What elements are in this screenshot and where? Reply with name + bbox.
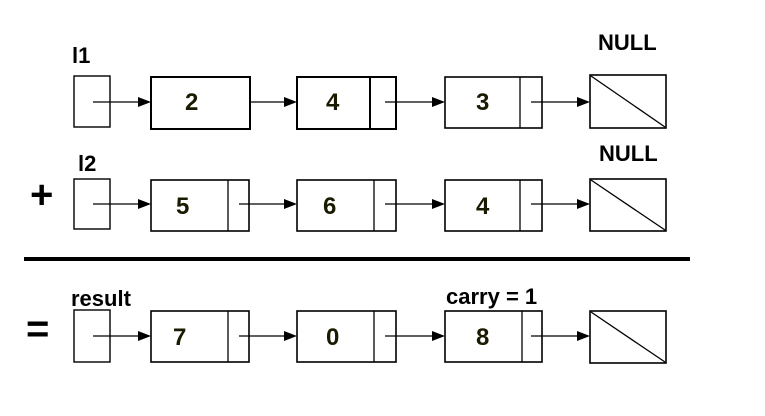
node-value-result-1: 7: [173, 324, 186, 351]
arrow-result-3-to-null: [531, 331, 590, 341]
arrow-l2-3-to-null: [531, 199, 590, 209]
node-value-result-3: 8: [476, 324, 489, 351]
arrow-l2-2-to-3: [385, 199, 445, 209]
null-terminator-l1: [589, 74, 667, 129]
node-value-l2-3: 4: [476, 193, 490, 220]
arrow-l1-3-to-null: [531, 97, 590, 107]
arrow-result-2-to-3: [385, 331, 445, 341]
null-label-l2: NULL: [599, 141, 658, 166]
node-l2-2: 6: [296, 179, 397, 232]
node-value-l2-2: 6: [323, 193, 336, 220]
arrow-l2-1-to-2: [239, 199, 297, 209]
arrow-l1-2-to-3: [385, 97, 445, 107]
node-value-l1-3: 3: [476, 89, 489, 116]
node-l1-2: 4: [296, 76, 397, 130]
list-row-l2: + l2 NULL 5 6 4: [30, 141, 667, 232]
arrow-l1-head-to-node-1: [93, 97, 151, 107]
list-label-l2: l2: [78, 151, 96, 176]
node-value-l2-1: 5: [176, 193, 189, 220]
node-l1-3: 3: [444, 76, 543, 129]
carry-annotation: carry = 1: [446, 284, 537, 309]
node-l1-1: 2: [150, 76, 251, 130]
node-result-2: 0: [296, 310, 397, 363]
arrow-l2-head-to-node-1: [93, 199, 151, 209]
arrow-result-1-to-2: [239, 331, 297, 341]
equals-operator: =: [26, 307, 49, 351]
node-l2-1: 5: [150, 179, 250, 232]
arrow-result-head-to-node-1: [93, 331, 151, 341]
plus-operator: +: [30, 173, 53, 217]
node-value-l1-1: 2: [185, 89, 198, 116]
arrow-l1-1-to-2: [250, 97, 297, 107]
null-terminator-result: [589, 310, 667, 364]
list-label-result: result: [71, 286, 132, 311]
null-terminator-l2: [589, 178, 667, 232]
node-result-1: 7: [150, 310, 250, 363]
list-label-l1: l1: [72, 43, 90, 68]
node-value-result-2: 0: [326, 324, 339, 351]
node-value-l1-2: 4: [326, 89, 340, 116]
null-label-l1: NULL: [598, 30, 657, 55]
list-row-result: = result carry = 1 7 0 8: [26, 284, 667, 364]
list-row-l1: l1 NULL 2 4 3: [72, 30, 667, 130]
node-result-3: 8: [444, 310, 543, 363]
node-l2-3: 4: [444, 179, 543, 232]
